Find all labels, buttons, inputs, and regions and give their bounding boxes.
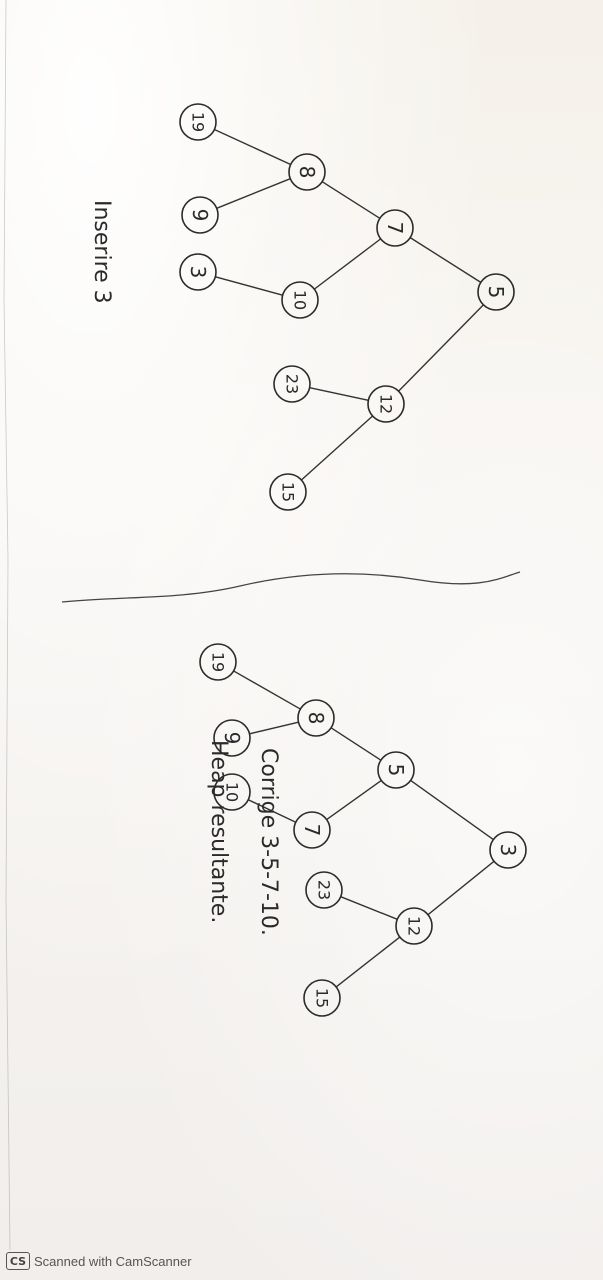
node-circle <box>273 365 311 403</box>
tree-edge <box>427 860 495 916</box>
node-label: 7 <box>300 824 324 837</box>
node-label: 9 <box>188 209 212 222</box>
node-label: 15 <box>313 988 332 1008</box>
node-circle <box>288 153 326 191</box>
heap-node: 8 <box>297 699 335 737</box>
camscanner-logo-icon: CS <box>6 1252 30 1270</box>
tree-edge <box>214 128 291 166</box>
node-circle <box>297 699 335 737</box>
footer-text: Scanned with CamScanner <box>34 1253 192 1269</box>
node-label: 19 <box>209 652 228 672</box>
tree-edge <box>409 237 482 283</box>
node-label: 5 <box>384 764 408 777</box>
heap-node: 3 <box>489 831 527 869</box>
heap-node: 5 <box>477 273 515 311</box>
caption-insert: Inserire 3 <box>89 200 114 304</box>
scanner-footer: CS Scanned with CamScanner <box>6 1250 192 1272</box>
heap-node: 3 <box>179 253 217 291</box>
node-circle <box>395 907 433 945</box>
heap-node: 8 <box>288 153 326 191</box>
node-circle <box>269 473 307 511</box>
tree-edge <box>313 238 382 290</box>
tree-edge <box>410 779 494 841</box>
node-circle <box>179 253 217 291</box>
tree-edge <box>233 670 301 710</box>
tree-edge <box>300 415 374 481</box>
tree-edge <box>215 276 283 296</box>
node-circle <box>213 773 251 811</box>
heap-node: 10 <box>281 281 319 319</box>
node-label: 10 <box>223 782 242 802</box>
caption-fix: Corrige 3-5-7-10. <box>256 748 281 936</box>
node-circle <box>181 196 219 234</box>
heap-node: 19 <box>179 103 217 141</box>
node-circle <box>199 643 237 681</box>
heap-node: 10 <box>213 773 251 811</box>
node-circle <box>213 719 251 757</box>
heap-node: 15 <box>269 473 307 511</box>
tree-insert-3: 5 7 12 8 10 23 15 19 9 3 <box>179 103 515 511</box>
heap-node: 23 <box>273 365 311 403</box>
node-label: 12 <box>405 916 424 936</box>
node-label: 5 <box>484 286 508 299</box>
node-circle <box>377 751 415 789</box>
node-circle <box>376 209 414 247</box>
node-label: 9 <box>220 732 244 745</box>
node-label: 7 <box>383 222 407 235</box>
tree-edge <box>216 178 291 209</box>
heap-node: 12 <box>395 907 433 945</box>
node-circle <box>367 385 405 423</box>
tree-edge <box>321 181 381 219</box>
node-circle <box>305 871 343 909</box>
tree-edge <box>340 896 398 920</box>
tree-edge <box>398 304 484 392</box>
node-label: 15 <box>279 482 298 502</box>
node-label: 19 <box>189 112 208 132</box>
heap-node: 15 <box>303 979 341 1017</box>
node-label: 23 <box>315 880 334 900</box>
node-circle <box>489 831 527 869</box>
node-circle <box>179 103 217 141</box>
tree-edge <box>335 936 401 988</box>
tree-result-heap: 3 5 12 8 7 23 15 19 9 10 <box>199 643 527 1017</box>
node-label: 12 <box>377 394 396 414</box>
node-circle <box>293 811 331 849</box>
heap-node: 9 <box>213 719 251 757</box>
tree-edge <box>249 721 299 735</box>
tree-edge <box>326 779 382 821</box>
node-label: 8 <box>295 166 319 179</box>
node-label: 23 <box>283 374 302 394</box>
heap-node: 12 <box>367 385 405 423</box>
node-circle <box>477 273 515 311</box>
heap-node: 23 <box>305 871 343 909</box>
heap-node: 7 <box>376 209 414 247</box>
caption-result: Heap resultante. <box>206 740 231 923</box>
node-label: 8 <box>304 712 328 725</box>
tree-edge <box>247 799 297 823</box>
node-circle <box>281 281 319 319</box>
page-edge-line <box>3 0 11 1251</box>
heap-node: 7 <box>293 811 331 849</box>
heap-node: 19 <box>199 643 237 681</box>
heap-node: 9 <box>181 196 219 234</box>
node-label: 3 <box>496 844 520 857</box>
node-label: 3 <box>186 266 210 279</box>
tree-edge <box>330 727 382 761</box>
node-circle <box>303 979 341 1017</box>
tree-edge <box>309 387 369 401</box>
node-label: 10 <box>291 290 310 310</box>
heap-node: 5 <box>377 751 415 789</box>
divider-line <box>61 571 521 603</box>
